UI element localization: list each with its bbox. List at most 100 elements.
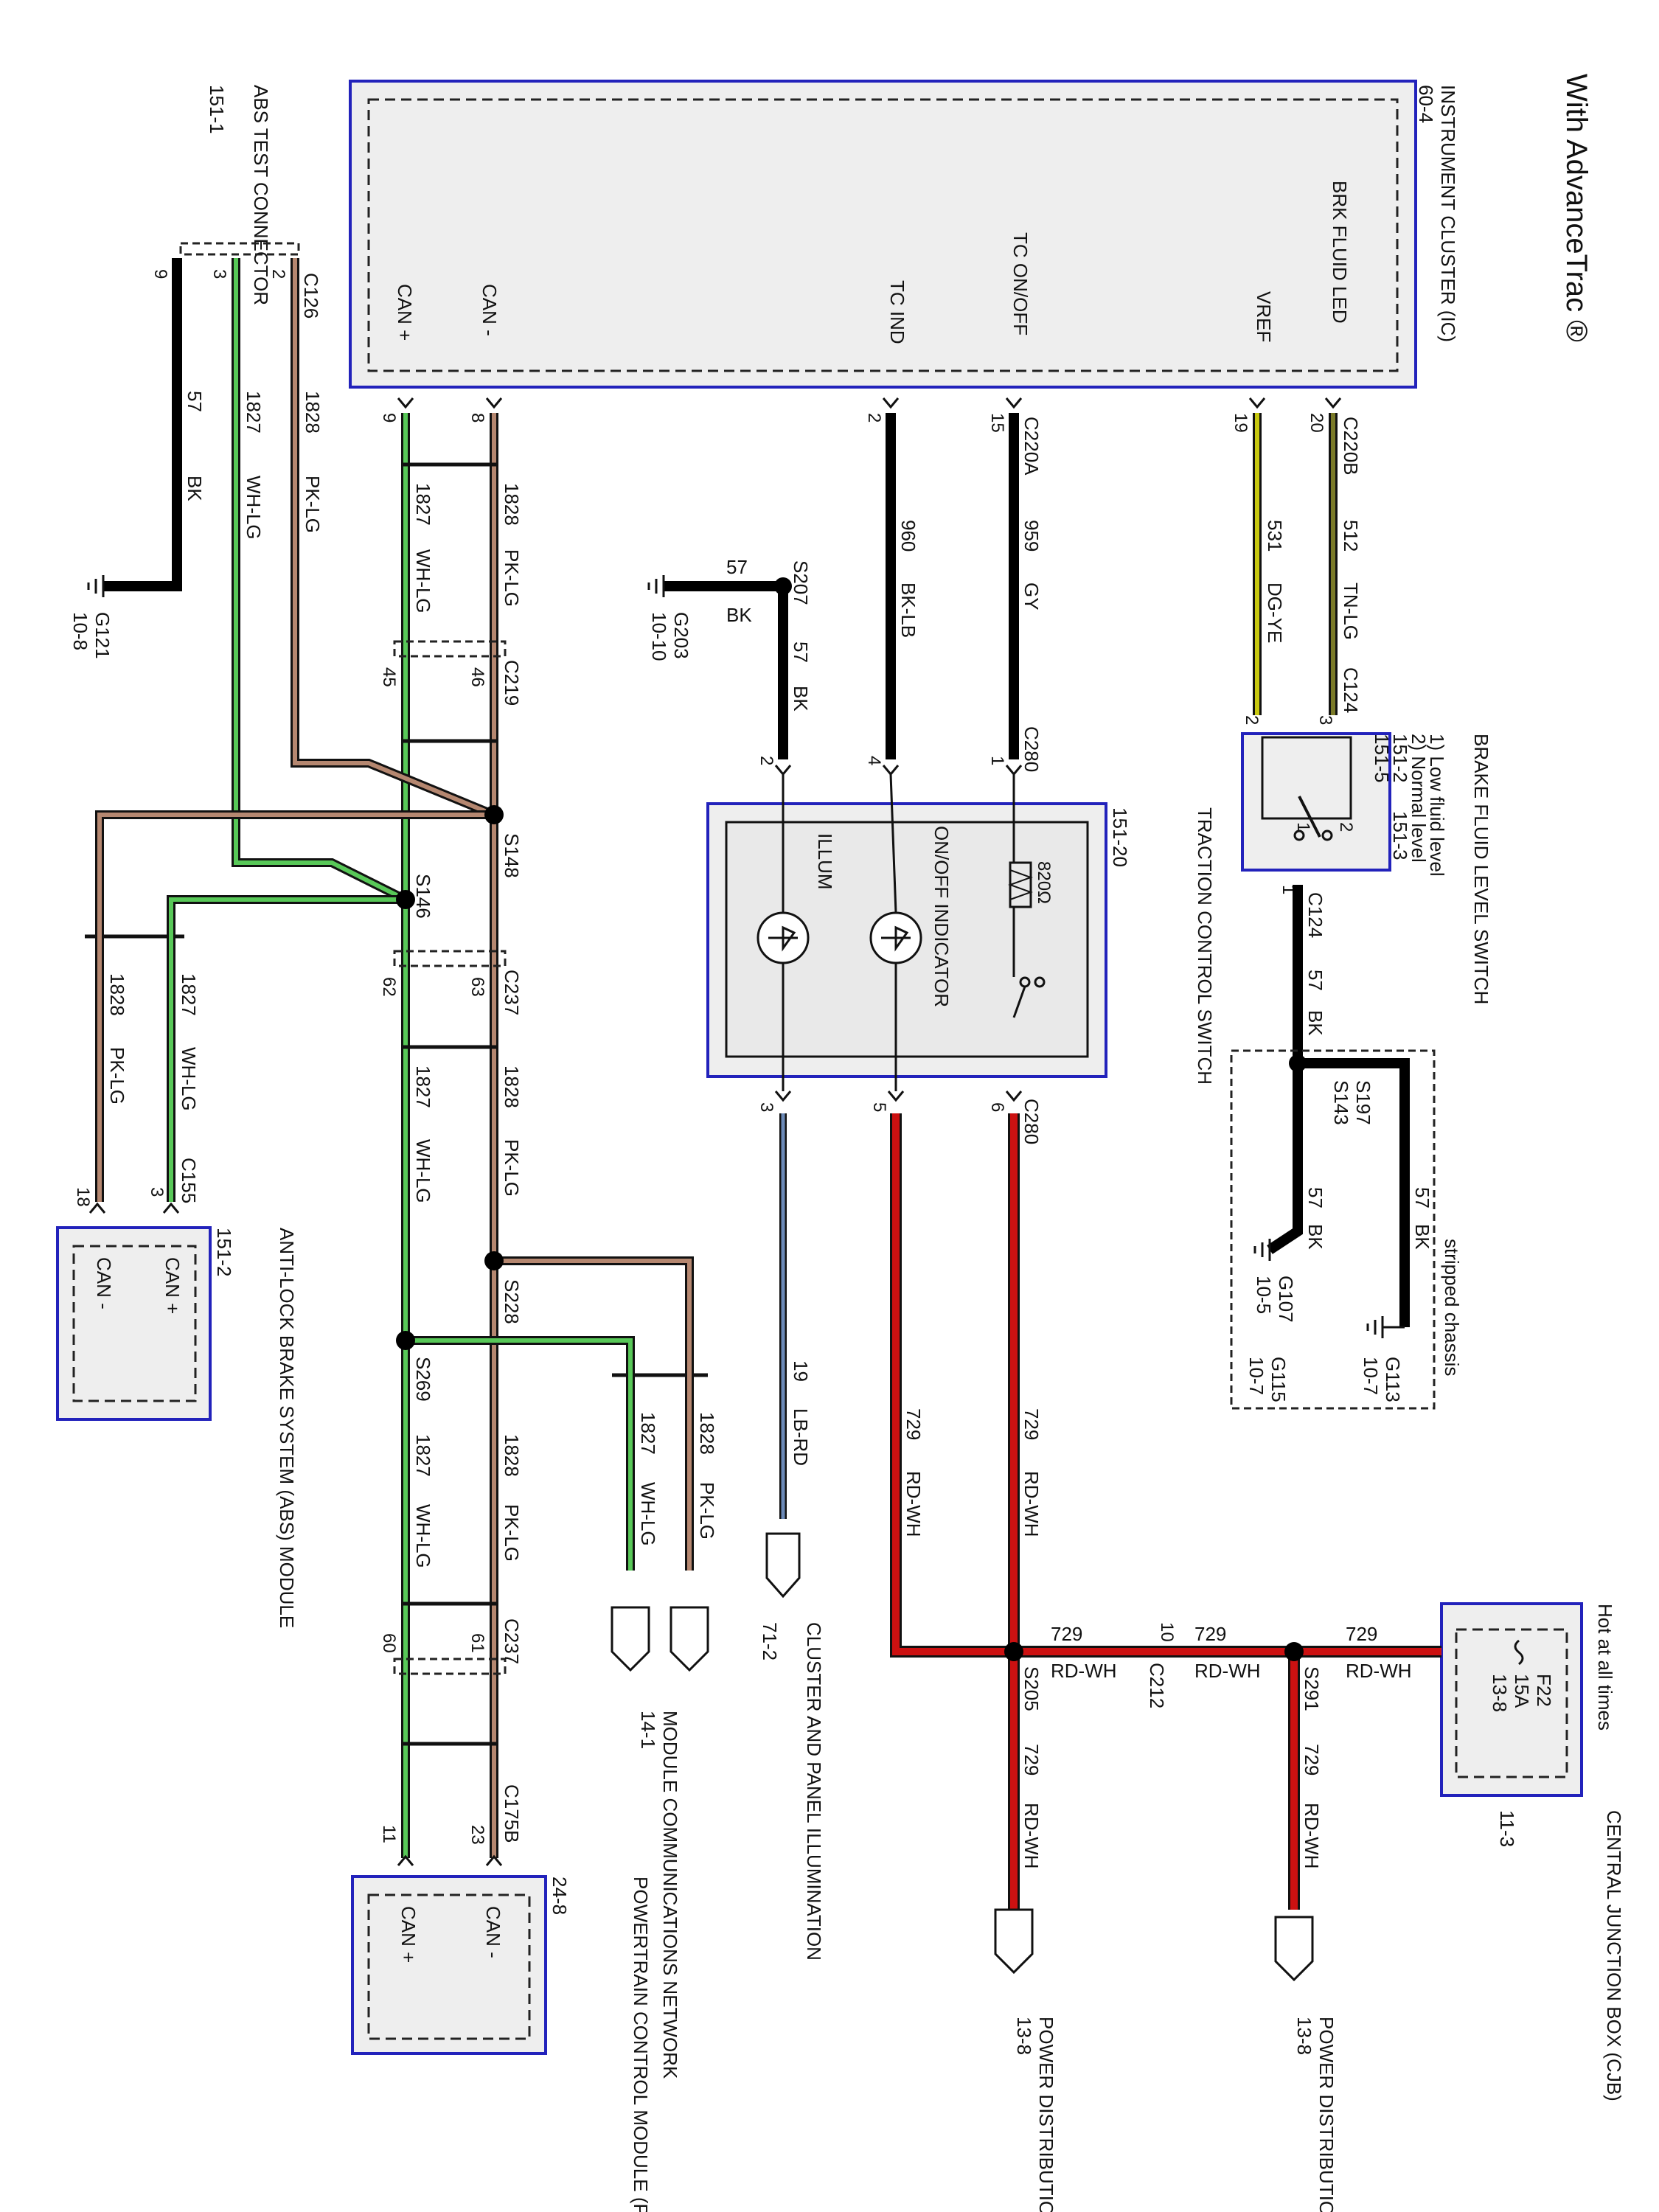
col-bk-s207: BK — [790, 686, 812, 712]
col-gy: GY — [1020, 582, 1043, 611]
pin-tcs-3: 3 — [757, 1102, 776, 1112]
col-pklg-low: PK-LG — [501, 1504, 523, 1562]
conn-c175b: C175B — [501, 1784, 523, 1843]
cjb-ref: 11-3 — [1496, 1810, 1518, 1847]
cjb-hot: Hot at all times — [1594, 1604, 1616, 1731]
circ-531: 531 — [1264, 520, 1286, 552]
conn-c237a: C237 — [501, 970, 523, 1015]
abs-can-minus: CAN - — [93, 1257, 115, 1310]
conn-c124a: C124 — [1340, 667, 1362, 713]
circ-1827-abs: 1827 — [243, 391, 265, 434]
tcs-resistor: 820Ω — [1034, 861, 1054, 904]
ground-stripped: stripped chassis — [1441, 1239, 1463, 1376]
pin-46: 46 — [467, 667, 487, 687]
bfs-pin-2: 2 — [1242, 715, 1262, 725]
splice-s197: S197 — [1352, 1080, 1374, 1125]
connector-terminals — [88, 397, 1342, 1866]
pcm-module: CAN - CAN + POWERTRAIN CONTROL MODULE (P… — [351, 1875, 652, 2212]
pin-abs-3: 3 — [147, 1187, 167, 1197]
col-bk-g203: BK — [726, 604, 752, 626]
circ-729-b: 729 — [1020, 1408, 1043, 1440]
splice-s146: S146 — [412, 874, 434, 919]
ground-g115: G115 — [1267, 1357, 1290, 1402]
col-whlg-mid: WH-LG — [412, 1139, 434, 1203]
col-rdwh-d: RD-WH — [1301, 1803, 1323, 1869]
col-whlg-abs: WH-LG — [243, 476, 265, 540]
conn-c237b: C237 — [501, 1618, 523, 1664]
pin-60: 60 — [379, 1633, 399, 1653]
dest-cluster-illum: CLUSTER AND PANEL ILLUMINATION — [803, 1622, 825, 1961]
circ-57-abs: 57 — [184, 391, 206, 412]
col-pklg-net: PK-LG — [696, 1482, 718, 1540]
bfs-ref1: 151-2 — [1389, 734, 1411, 783]
cjb-name: CENTRAL JUNCTION BOX (CJB) — [1603, 1810, 1625, 2101]
circ-1827-mid: 1827 — [412, 1065, 434, 1108]
col-pklg-mid: PK-LG — [501, 1139, 523, 1197]
pin-63: 63 — [467, 977, 487, 997]
dest-power-dist-2-ref: 13-8 — [1293, 2017, 1315, 2055]
pcm-can-minus: CAN - — [482, 1906, 504, 1958]
circ-729-d: 729 — [1301, 1744, 1323, 1775]
circ-729-g: 729 — [1346, 1623, 1377, 1645]
col-rdwh-a: RD-WH — [902, 1471, 925, 1537]
col-bk-g113: BK — [1411, 1224, 1433, 1250]
abs-module: CAN + CAN - ANTI-LOCK BRAKE SYSTEM (ABS)… — [56, 1226, 298, 1628]
conn-c280a: C280 — [1020, 726, 1043, 772]
dest-module-network-ref: 14-1 — [637, 1711, 659, 1749]
abs-name: ANTI-LOCK BRAKE SYSTEM (ABS) MODULE — [276, 1228, 298, 1628]
ic-pin-vref: VREF — [1253, 291, 1275, 342]
conn-c220a: C220A — [1020, 417, 1043, 476]
pigtails — [611, 1532, 1314, 1982]
col-whlg-low: WH-LG — [412, 1504, 434, 1568]
col-pklg-abs: PK-LG — [302, 476, 324, 533]
pin-62: 62 — [379, 977, 399, 997]
circ-729-a: 729 — [902, 1408, 925, 1440]
pin-8: 8 — [467, 413, 487, 422]
pcm-name: POWERTRAIN CONTROL MODULE (PCM) — [630, 1877, 652, 2212]
pin-c212-10: 10 — [1157, 1622, 1177, 1642]
ground-g203-ref: 10-10 — [648, 612, 670, 661]
col-pklg-ic: PK-LG — [501, 549, 523, 607]
pin-tcs-4: 4 — [864, 756, 884, 765]
splice-s143: S143 — [1330, 1080, 1352, 1125]
col-bk-abs: BK — [184, 476, 206, 501]
pcm-ref: 24-8 — [549, 1877, 571, 1915]
tcs-illum: ILLUM — [814, 833, 836, 890]
pin-45: 45 — [379, 667, 399, 687]
abs-ref: 151-2 — [213, 1228, 235, 1277]
brake-fluid-level-switch: BRAKE FLUID LEVEL SWITCH 1) Low fluid le… — [1241, 715, 1492, 1004]
tcs-name: TRACTION CONTROL SWITCH — [1194, 807, 1216, 1085]
bfs-pin-1b: 1 — [1293, 822, 1313, 832]
abs-test-connector-name: ABS TEST CONNECTOR — [250, 85, 272, 305]
circ-729-c: 729 — [1020, 1744, 1043, 1775]
pcm-can-plus: CAN + — [397, 1906, 420, 1963]
cjb-fuse: F22 — [1533, 1674, 1555, 1707]
ground-g115-ref: 10-7 — [1245, 1357, 1267, 1395]
ground-g121-ref: 10-8 — [69, 612, 91, 650]
pin-tcs-5: 5 — [869, 1102, 889, 1112]
col-lb-rd: LB-RD — [790, 1408, 812, 1466]
splice-s148: S148 — [501, 833, 523, 878]
bfs-pin-3: 3 — [1315, 715, 1335, 725]
circ-1828-abs: 1828 — [302, 391, 324, 434]
ground-g203: G203 — [670, 612, 692, 659]
ic-ref: 60-4 — [1415, 85, 1437, 123]
col-pklg-absm: PK-LG — [106, 1047, 128, 1105]
ic-pin-tc-onoff: TC ON/OFF — [1009, 232, 1032, 335]
conn-c155: C155 — [178, 1158, 200, 1203]
ground-g113: G113 — [1382, 1357, 1404, 1402]
pin-tcs-2: 2 — [757, 756, 776, 765]
ic-pin-brk-fluid-led: BRK FLUID LED — [1329, 181, 1351, 324]
pin-abs-18: 18 — [73, 1187, 93, 1207]
circ-1828-mid: 1828 — [501, 1065, 523, 1108]
tcs-ref: 151-20 — [1109, 807, 1131, 867]
circ-1827-absm: 1827 — [178, 973, 200, 1016]
ground-symbols — [87, 575, 1405, 1338]
abs-test-connector-ref: 151-1 — [206, 85, 228, 134]
dest-power-dist-1: POWER DISTRIBUTION — [1035, 2017, 1057, 2212]
bfs-name: BRAKE FLUID LEVEL SWITCH — [1470, 734, 1492, 1004]
col-rdwh-e: RD-WH — [1051, 1660, 1117, 1682]
bfs-note1: 1) Low fluid level — [1426, 734, 1448, 877]
col-rdwh-f: RD-WH — [1194, 1660, 1261, 1682]
